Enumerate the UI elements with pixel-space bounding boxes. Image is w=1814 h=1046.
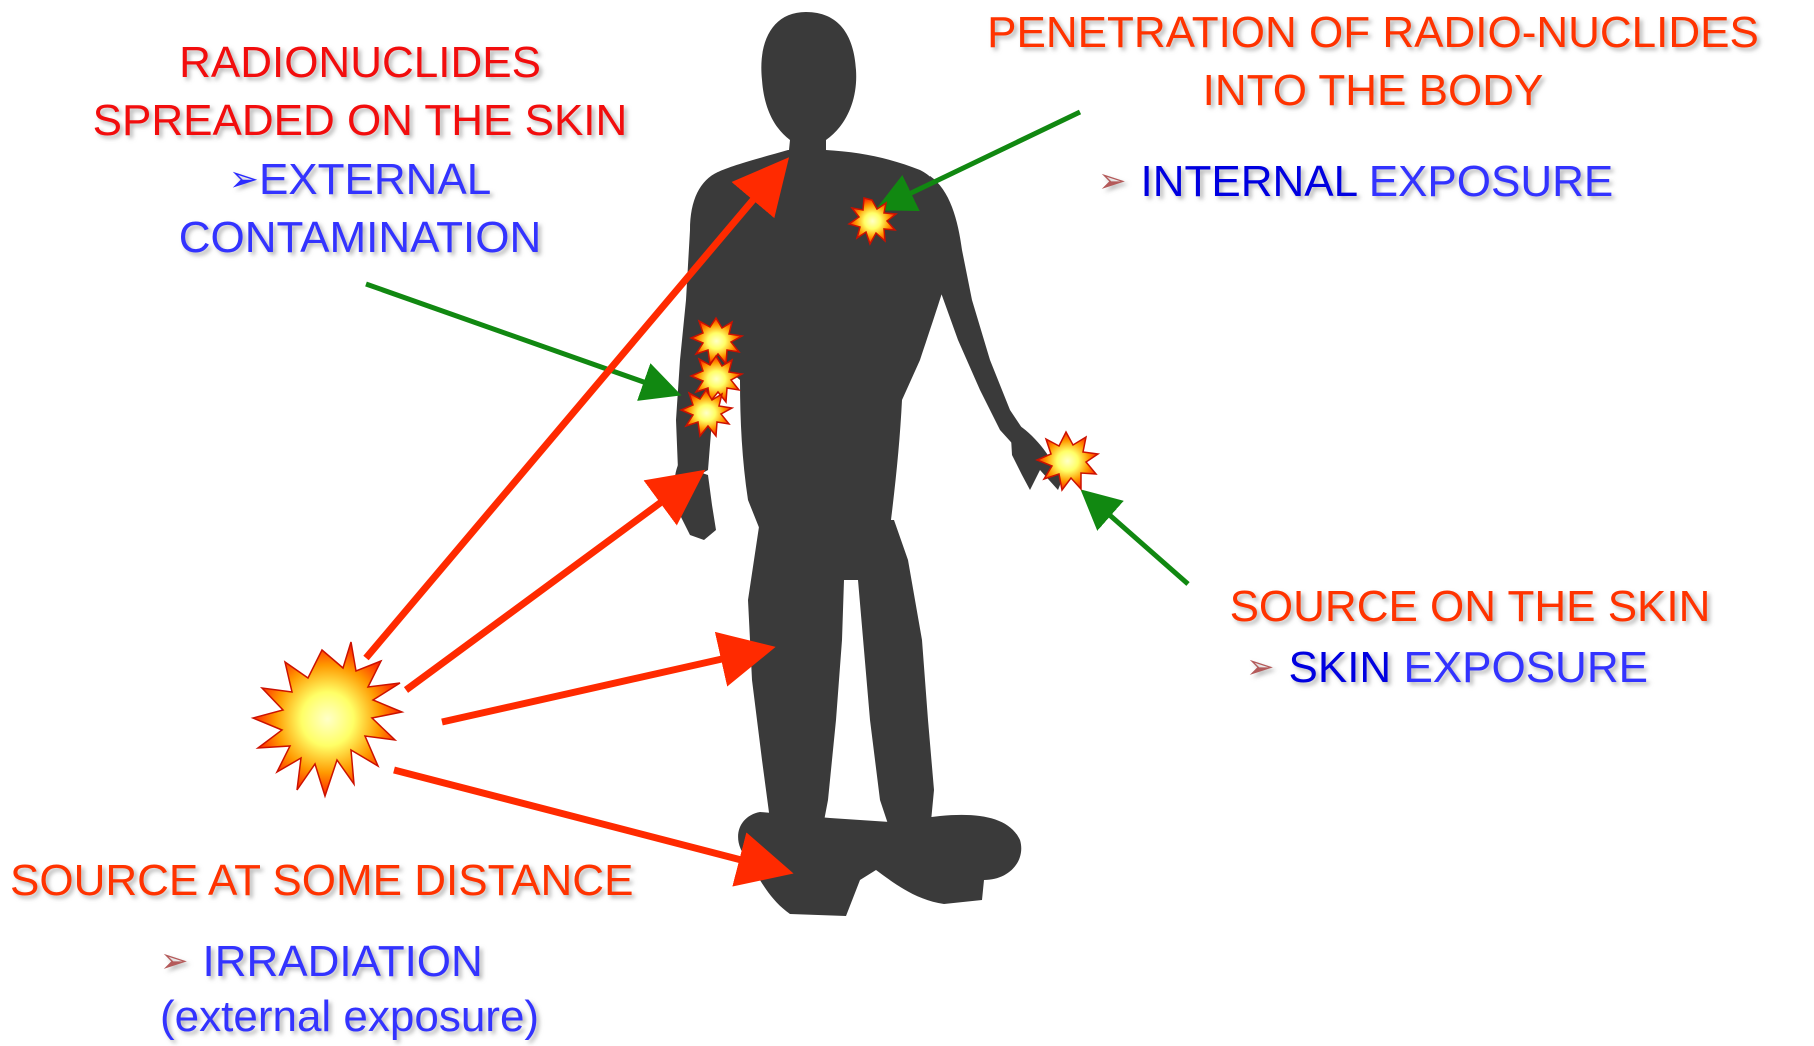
- arrow-to-chest: [884, 112, 1080, 206]
- arrow-to-hand: [1088, 496, 1188, 584]
- label-bullet-line: ➢EXTERNAL: [60, 150, 660, 209]
- arrow-to-forearm: [366, 284, 672, 392]
- label-source-on-skin: SOURCE ON THE SKIN: [1190, 578, 1750, 636]
- label-skin-exposure: ➢ SKIN EXPOSURE: [1246, 638, 1648, 697]
- label-line: INTO THE BODY: [948, 62, 1798, 120]
- label-external-contamination: RADIONUCLIDES SPREADED ON THE SKIN ➢EXTE…: [60, 34, 660, 267]
- label-word: SKIN: [1289, 643, 1392, 692]
- label-word: IRRADIATION: [203, 937, 483, 986]
- label-line: SOURCE AT SOME DISTANCE: [10, 856, 633, 905]
- arrow-to-hand-left: [406, 478, 694, 690]
- label-internal-exposure: ➢ INTERNAL EXPOSURE: [1098, 152, 1613, 211]
- label-irradiation: ➢ IRRADIATION: [160, 932, 483, 991]
- label-line: EXTERNAL: [259, 155, 491, 204]
- label-line: PENETRATION OF RADIO-NUCLIDES: [948, 4, 1798, 62]
- arrow-bullet-icon: ➢: [1246, 648, 1275, 686]
- label-penetration: PENETRATION OF RADIO-NUCLIDES INTO THE B…: [948, 4, 1798, 120]
- arrow-to-thigh: [442, 650, 762, 722]
- arrow-bullet-icon: ➢: [1098, 162, 1127, 200]
- label-word: EXPOSURE: [1403, 643, 1648, 692]
- label-word: EXPOSURE: [1369, 157, 1614, 206]
- arrow-bullet-icon: ➢: [160, 942, 189, 980]
- label-line: SPREADED ON THE SKIN: [60, 92, 660, 150]
- label-line: RADIONUCLIDES: [60, 34, 660, 92]
- label-line: SOURCE ON THE SKIN: [1190, 578, 1750, 636]
- label-source-distance: SOURCE AT SOME DISTANCE: [10, 852, 633, 910]
- source-burst: [253, 642, 402, 796]
- hand-burst: [1037, 432, 1098, 490]
- arrow-bullet-icon: ➢: [229, 158, 259, 199]
- label-word: INTERNAL: [1141, 157, 1357, 206]
- label-external-exposure: (external exposure): [160, 988, 539, 1046]
- label-line: (external exposure): [160, 992, 539, 1041]
- label-line: CONTAMINATION: [60, 209, 660, 267]
